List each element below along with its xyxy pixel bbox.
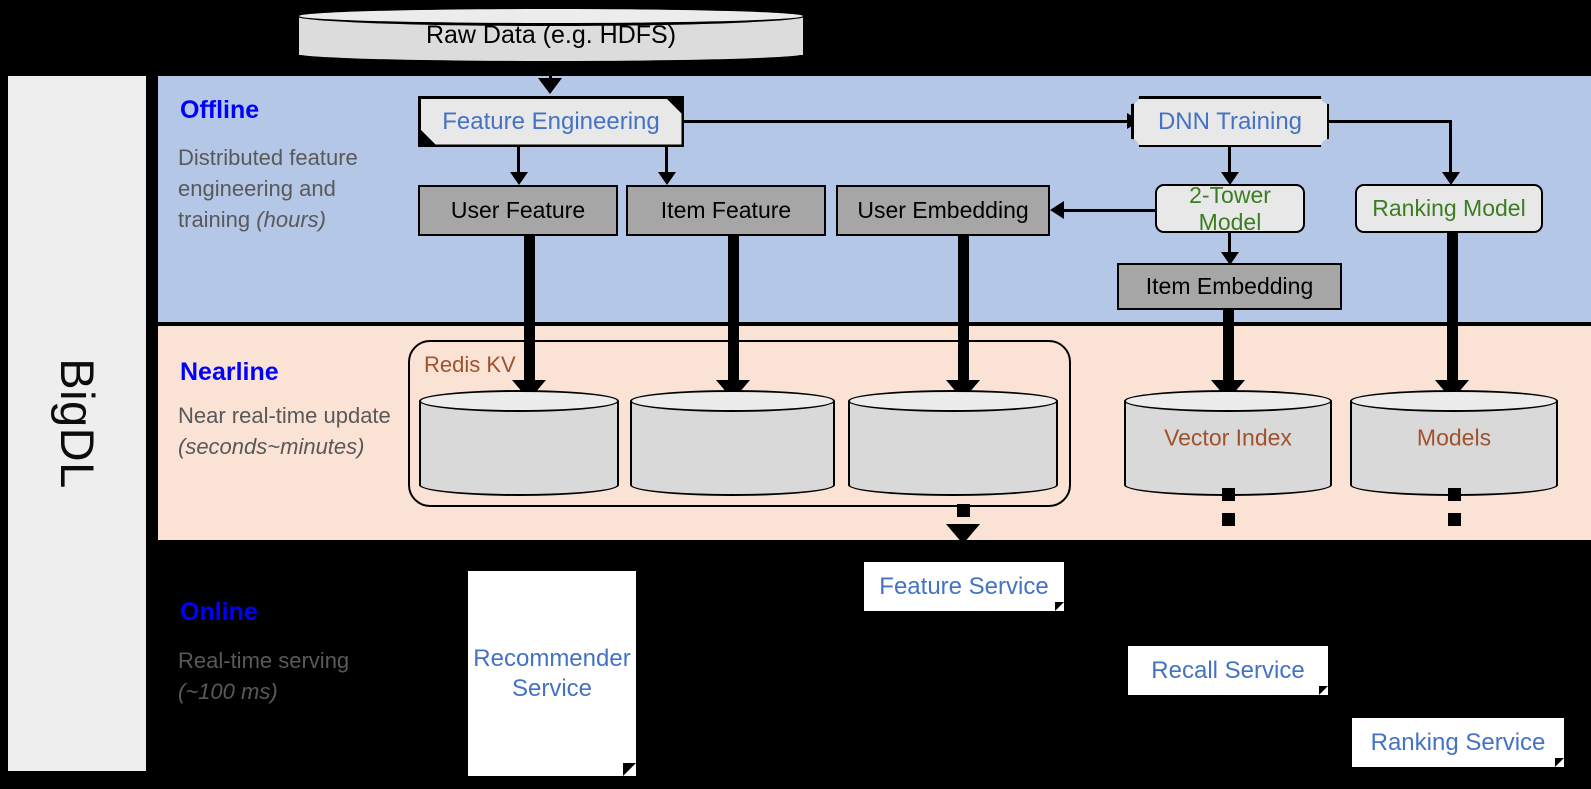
2tower-model-label: 2-Tower Model [1189, 182, 1271, 235]
arrowhead-2tower-itememb [1221, 252, 1239, 265]
arrowhead-fe-userfeature [510, 172, 528, 185]
ranking-service-label: Ranking Service [1370, 728, 1546, 756]
arrowhead-dnn-ranking [1442, 172, 1460, 185]
online-subtitle-text: Real-time serving [178, 648, 350, 673]
pipe-userfeature-store [524, 236, 535, 388]
offline-title: Offline [180, 96, 260, 124]
raw-data-label: Raw Data (e.g. HDFS) [425, 20, 677, 49]
vector-index-label: Vector Index [1164, 424, 1292, 450]
arrowhead-dnn-2tower [1221, 172, 1239, 185]
edge-fe-itemfeature [665, 147, 668, 178]
edge-fe-userfeature [517, 147, 520, 178]
edge-rawdata-fe [549, 62, 552, 84]
edge-fe-dnn [684, 120, 1131, 123]
node-item-feature[interactable]: Item Feature [626, 185, 826, 236]
node-ranking-service[interactable]: Ranking Service [1352, 718, 1564, 767]
arrowhead-featureservice [946, 524, 980, 544]
store-models[interactable]: Models [1350, 390, 1558, 496]
page-fold-icon [1319, 686, 1328, 695]
redis-kv-label: Redis KV [424, 352, 516, 377]
node-recommender-service[interactable]: Recommender Service [468, 571, 636, 776]
node-item-embedding[interactable]: Item Embedding [1117, 263, 1342, 310]
node-recall-service[interactable]: Recall Service [1128, 646, 1328, 695]
recommender-service-label: Recommender Service [473, 645, 631, 702]
dash-recallservice-2 [1222, 513, 1235, 526]
online-subtitle-em: (~100 ms) [178, 679, 278, 705]
pipe-ranking-models [1447, 233, 1458, 388]
edge-dnn-ranking-v [1449, 120, 1452, 178]
edge-2tower-userembedding [1063, 209, 1155, 212]
dash-rankingservice-1 [1448, 488, 1461, 501]
dash-featureservice-1 [957, 504, 970, 517]
edge-dnn-2tower [1228, 147, 1231, 179]
node-feature-service[interactable]: Feature Service [864, 562, 1064, 611]
store-item-feature[interactable] [630, 390, 835, 496]
cylinder-top [296, 6, 806, 26]
dash-recallservice-1 [1222, 488, 1235, 501]
store-user-feature[interactable] [419, 390, 619, 496]
feature-engineering-label: Feature Engineering [421, 99, 682, 145]
edge-dnn-ranking-h [1329, 120, 1452, 123]
redis-kv-container [408, 340, 1071, 507]
user-embedding-label: User Embedding [857, 197, 1029, 224]
node-2tower-model[interactable]: 2-Tower Model [1155, 182, 1305, 235]
bigdl-rail: BigDL [8, 76, 146, 771]
node-user-embedding[interactable]: User Embedding [836, 185, 1050, 236]
pipe-itememb-vectorindex [1223, 310, 1234, 388]
node-dnn-training[interactable]: DNN Training [1124, 89, 1336, 154]
bigdl-label: BigDL [50, 358, 104, 489]
store-vector-index[interactable]: Vector Index [1124, 390, 1332, 496]
page-fold-icon [623, 763, 636, 776]
item-embedding-label: Item Embedding [1145, 273, 1314, 300]
nearline-title: Nearline [180, 358, 279, 386]
item-feature-label: Item Feature [660, 197, 792, 224]
nearline-subtitle-em: (seconds~minutes) [178, 434, 365, 460]
offline-subtitle-text: Distributed feature engineering and trai… [178, 145, 358, 233]
ranking-model-label: Ranking Model [1372, 195, 1526, 222]
raw-data-store: Raw Data (e.g. HDFS) [296, 6, 806, 64]
arrowhead-2tower-userembedding [1050, 201, 1064, 219]
online-subtitle: Real-time serving (~100 ms) [178, 645, 408, 707]
dnn-training-label: DNN Training [1133, 98, 1327, 145]
dash-rankingservice-2 [1448, 513, 1461, 526]
feature-service-label: Feature Service [879, 572, 1049, 600]
page-fold-icon [1555, 758, 1564, 767]
page-fold-icon [1055, 602, 1064, 611]
nearline-subtitle-text: Near real-time update [178, 403, 391, 428]
user-feature-label: User Feature [450, 197, 586, 224]
arrowhead-rawdata-fe [538, 78, 562, 94]
node-feature-engineering[interactable]: Feature Engineering [418, 96, 684, 147]
arrowhead-fe-itemfeature [658, 172, 676, 185]
pipe-itemfeature-store [728, 236, 739, 388]
store-user-embedding[interactable] [848, 390, 1058, 496]
node-user-feature[interactable]: User Feature [418, 185, 618, 236]
online-title: Online [180, 598, 258, 626]
node-ranking-model[interactable]: Ranking Model [1355, 184, 1543, 233]
offline-subtitle-em: (hours) [256, 207, 326, 233]
offline-subtitle: Distributed feature engineering and trai… [178, 142, 408, 236]
models-label: Models [1416, 424, 1492, 450]
nearline-subtitle: Near real-time update (seconds~minutes) [178, 400, 408, 462]
edge-2tower-itememb [1228, 233, 1231, 262]
pipe-userembedding-store [958, 236, 969, 388]
recall-service-label: Recall Service [1151, 656, 1305, 684]
